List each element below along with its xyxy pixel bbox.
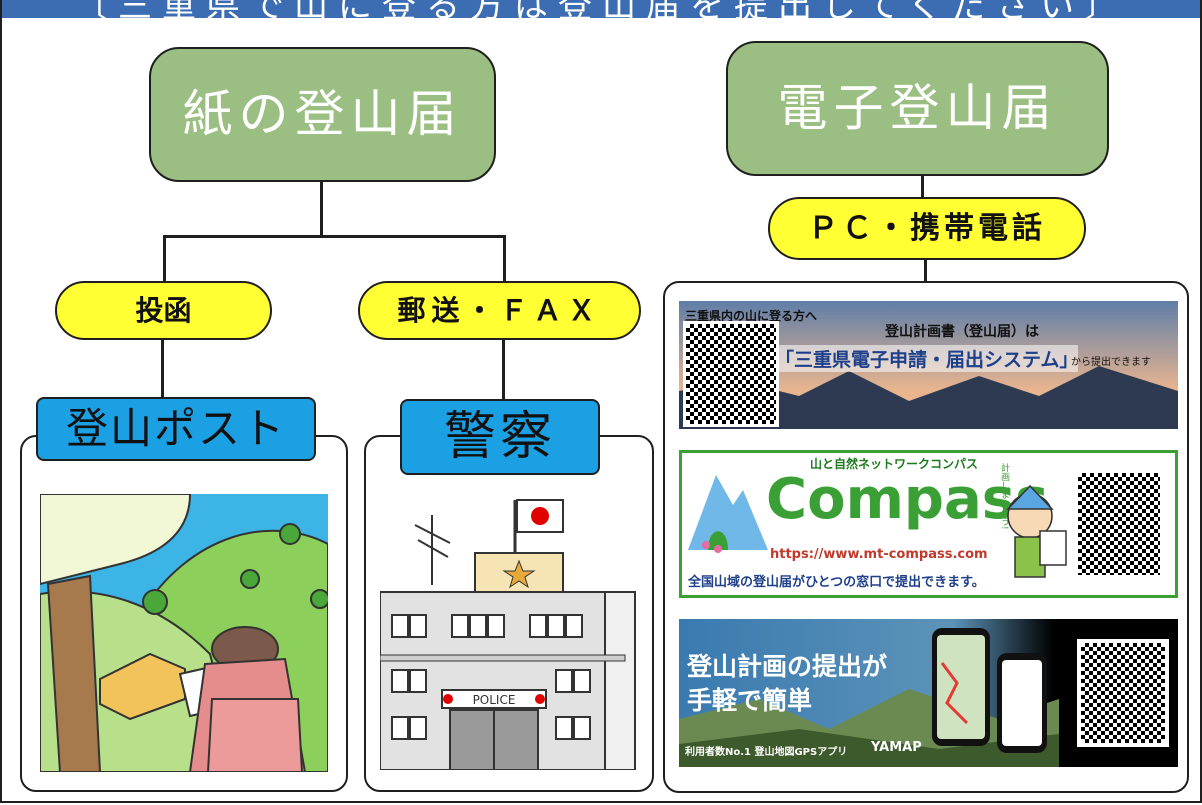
drop-in-label: 投函 (135, 294, 192, 327)
police-sign: POLICE (473, 693, 516, 707)
yamap-line1: 登山計画の提出が (687, 652, 888, 681)
connector (163, 235, 166, 283)
mie-banner-system: 「三重県電子申請・届出システム」 (775, 345, 1079, 372)
connector (924, 259, 927, 283)
qr-code-icon[interactable] (1077, 639, 1169, 747)
mail-fax-pill: 郵送・ＦＡＸ (358, 281, 641, 340)
mountain-silhouette (679, 366, 1178, 429)
paper-form-heading: 紙の登山届 (149, 47, 496, 182)
qr-code-icon[interactable] (1078, 473, 1160, 575)
yamap-line2: 手軽で簡単 (687, 686, 813, 715)
mascot-icon (1006, 484, 1067, 578)
compass-logo: Compass (766, 467, 1049, 532)
mie-banner-kicker: 三重県内の山に登る方へ (685, 309, 818, 323)
connector (921, 175, 924, 201)
title-bar: 〔三重県で山に登る方は登山届を提出してください〕 (0, 0, 1202, 18)
electronic-form-heading-label: 電子登山届 (777, 79, 1058, 137)
page-title: 〔三重県で山に登る方は登山届を提出してください〕 (0, 0, 1202, 18)
police-tab: 警察 (400, 399, 600, 475)
connector (502, 339, 505, 401)
qr-code-icon[interactable] (683, 321, 779, 427)
electronic-form-heading: 電子登山届 (726, 41, 1109, 176)
mie-banner-suffix: から提出できます (1071, 357, 1151, 368)
police-label: 警察 (443, 407, 556, 467)
mie-banner-line1: 登山計画書（登山届）は (885, 324, 1039, 340)
mountain-logo-icon (688, 475, 768, 553)
compass-url: https://www.mt-compass.com (770, 547, 988, 562)
yamap-footer: 利用者数No.1 登山地図GPSアプリ (685, 747, 848, 758)
yamap-banner[interactable]: 登山計画の提出が 手軽で簡単 利用者数No.1 登山地図GPSアプリ YAMAP (679, 619, 1178, 767)
paper-form-heading-label: 紙の登山届 (182, 85, 463, 143)
drop-in-pill: 投函 (55, 281, 272, 340)
mountain-post-label: 登山ポスト (65, 404, 286, 453)
compass-banner[interactable]: 山と自然ネットワークコンパス Compass https://www.mt-co… (679, 450, 1178, 598)
mail-fax-label: 郵送・ＦＡＸ (397, 294, 602, 327)
compass-tagline: 山と自然ネットワークコンパス (810, 457, 979, 471)
mie-system-banner[interactable]: 三重県内の山に登る方へ 登山計画書（登山届）は 「三重県電子申請・届出システム」… (679, 301, 1178, 429)
connector (320, 181, 323, 237)
compass-mascot-caption: 計画しましょう! (999, 463, 1009, 530)
connector (161, 339, 164, 399)
compass-footer: 全国山域の登山届がひとつの窓口で提出できます。 (688, 575, 985, 590)
pc-mobile-label: ＰＣ・携帯電話 (808, 211, 1046, 246)
police-station-illustration: POLICE (380, 499, 636, 770)
connector (163, 235, 505, 238)
pc-mobile-pill: ＰＣ・携帯電話 (768, 197, 1086, 260)
yamap-brand: YAMAP (871, 740, 922, 755)
smartphone-icon (932, 628, 1047, 753)
hiker-mailbox-illustration (40, 494, 328, 772)
mountain-post-tab: 登山ポスト (36, 397, 316, 461)
connector (503, 235, 506, 283)
